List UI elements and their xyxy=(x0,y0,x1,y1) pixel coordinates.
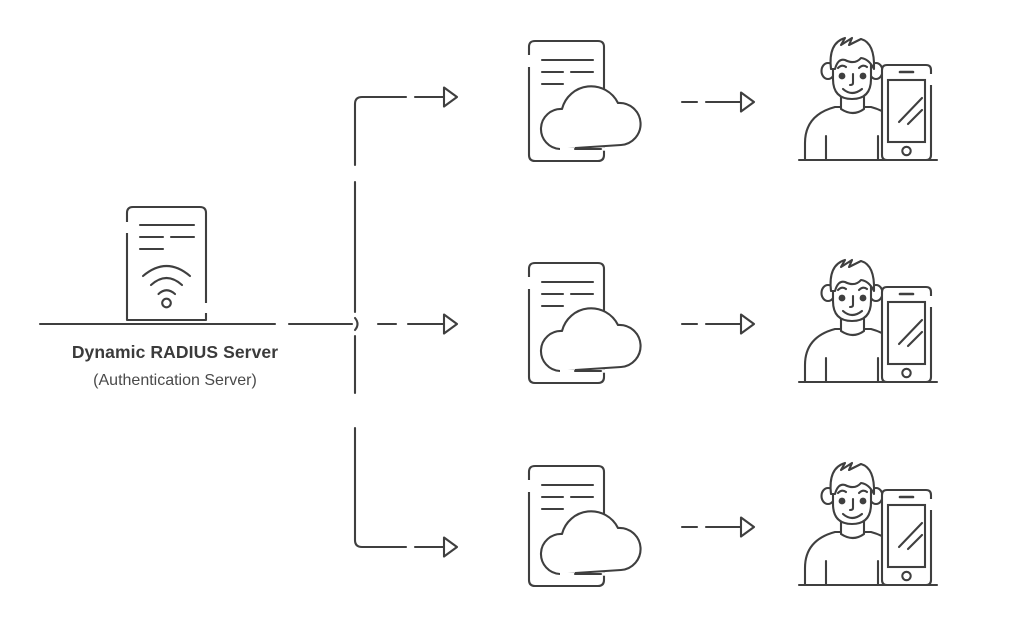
wifi-icon xyxy=(141,264,192,309)
arrow-to-cloud-top xyxy=(353,86,459,167)
document-cloud-icon xyxy=(527,464,643,588)
user-with-smartphone-icon xyxy=(797,36,939,162)
radius-server-wifi-icon xyxy=(38,205,354,326)
dashed-arrow-icon xyxy=(680,516,756,538)
row-2 xyxy=(527,258,939,385)
row-1 xyxy=(527,36,939,163)
user-with-smartphone-icon xyxy=(797,258,939,384)
document-cloud-icon xyxy=(527,261,643,385)
row-3 xyxy=(527,461,939,588)
arrow-to-cloud-bottom xyxy=(353,426,459,558)
connector-trunk xyxy=(353,180,359,395)
dashed-arrow-icon xyxy=(680,313,756,335)
arrow-to-cloud-middle xyxy=(376,313,459,335)
user-with-smartphone-icon xyxy=(797,461,939,587)
dashed-arrow-icon xyxy=(680,91,756,113)
document-cloud-icon xyxy=(527,39,643,163)
